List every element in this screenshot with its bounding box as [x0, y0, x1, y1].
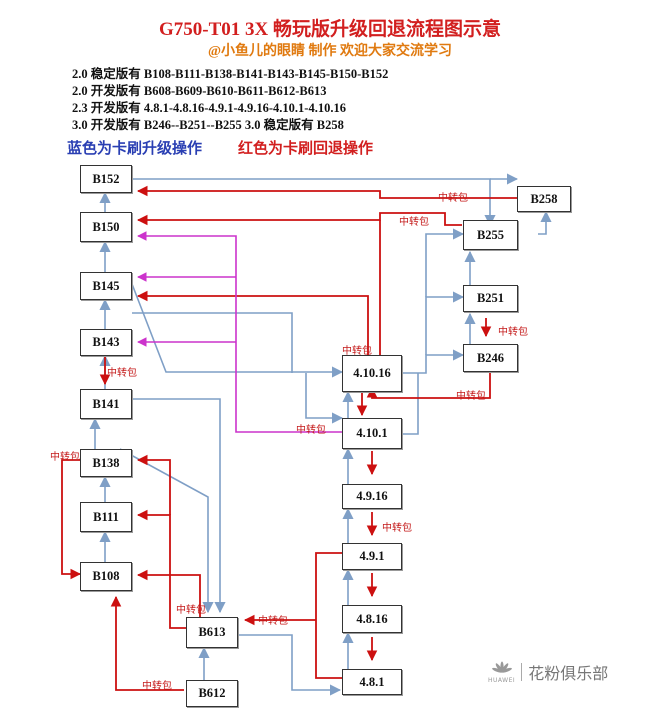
arrow-b255-b258: [538, 210, 552, 235]
arrow-b258-b152: [136, 185, 517, 199]
magenta-arrows: [137, 231, 342, 433]
node-b143: B143: [80, 329, 132, 356]
arrow-b246-41016: [366, 372, 491, 399]
version-line-3: 2.3 开发版有 4.8.1-4.8.16-4.9.1-4.9.16-4.10.…: [72, 101, 346, 115]
node-b141: B141: [80, 389, 132, 419]
node-4-9-1: 4.9.1: [342, 543, 402, 570]
relay-label-41016: 中转包: [342, 346, 372, 357]
node-b258: B258: [517, 186, 571, 212]
relay-label-b138: 中转包: [50, 452, 80, 463]
node-b152: B152: [80, 165, 132, 193]
arrow-b138-b108: [61, 459, 82, 580]
node-b251: B251: [463, 285, 518, 312]
arrow-b612-b108: [110, 595, 184, 691]
arrow-b613-481: [238, 634, 342, 696]
node-b108: B108: [80, 562, 132, 591]
relay-label-4916: 中转包: [382, 523, 412, 534]
relay-label-b613: 中转包: [176, 605, 206, 616]
version-line-2: 2.0 开发版有 B608-B609-B610-B611-B612-B613: [72, 84, 327, 98]
arrow-41016-b255: [425, 228, 465, 297]
watermark-divider: [521, 663, 523, 681]
node-4-9-16: 4.9.16: [342, 484, 402, 509]
rollback-arrows: [61, 185, 517, 691]
version-line-4: 3.0 开发版有 B246--B251--B255 3.0 稳定版有 B258: [72, 118, 344, 132]
node-b150: B150: [80, 212, 132, 242]
logo-text: HUAWEI: [488, 676, 516, 684]
arrow-b152-b255: [132, 178, 496, 227]
node-4-10-1: 4.10.1: [342, 418, 402, 449]
legend-rollback: 红色为卡刷回退操作: [238, 141, 374, 157]
relay-label-b258: 中转包: [438, 193, 468, 204]
node-4-10-16: 4.10.16: [342, 355, 402, 392]
node-b145: B145: [80, 272, 132, 300]
arrow-41016-b145: [136, 290, 369, 355]
arrow-b143-41016: [132, 312, 293, 373]
node-4-8-1: 4.8.1: [342, 669, 402, 695]
arrow-4101-b150: [137, 231, 342, 433]
relay-label-b251: 中转包: [498, 327, 528, 338]
arrow-b613-b138: [136, 454, 171, 515]
relay-label-b143: 中转包: [107, 368, 137, 379]
arrow-b145-41016: [131, 283, 344, 378]
author-line: @小鱼儿的眼睛 制作 欢迎大家交流学习: [207, 44, 453, 59]
relay-label-4816: 中转包: [258, 616, 288, 627]
node-b613: B613: [186, 617, 238, 648]
watermark: HUAWEI 花粉俱乐部: [488, 660, 608, 684]
node-b255: B255: [463, 220, 518, 250]
arrow-b141-b613: [132, 398, 226, 614]
relay-label-b255: 中转包: [399, 217, 429, 228]
arrow-41016-b246: [402, 349, 465, 374]
node-4-8-16: 4.8.16: [342, 605, 402, 633]
arrow-41016-b251: [425, 291, 465, 355]
legend-upgrade: 蓝色为卡刷升级操作: [67, 141, 203, 157]
upgrade-arrows: [89, 173, 552, 696]
relay-label-4101: 中转包: [296, 425, 326, 436]
watermark-brand: 花粉俱乐部: [528, 664, 609, 683]
arrow-b138-b613: [119, 448, 214, 614]
node-b138: B138: [80, 449, 132, 477]
relay-label-b246: 中转包: [456, 391, 486, 402]
arrow-b613-b111: [136, 509, 190, 629]
arrow-4101-up: [402, 373, 419, 435]
arrow-491-bracket: [315, 552, 342, 679]
relay-label-b612: 中转包: [142, 681, 172, 692]
version-line-1: 2.0 稳定版有 B108-B111-B138-B141-B143-B145-B…: [72, 67, 389, 81]
arrow-b255-b150: [136, 212, 462, 226]
arrow-to-4101: [305, 373, 344, 424]
huawei-logo-icon: HUAWEI: [488, 661, 515, 684]
page-title: G750-T01 3X 畅玩版升级回退流程图示意: [158, 19, 501, 40]
node-b612: B612: [186, 680, 238, 707]
node-b246: B246: [463, 344, 518, 372]
node-b111: B111: [80, 502, 132, 532]
